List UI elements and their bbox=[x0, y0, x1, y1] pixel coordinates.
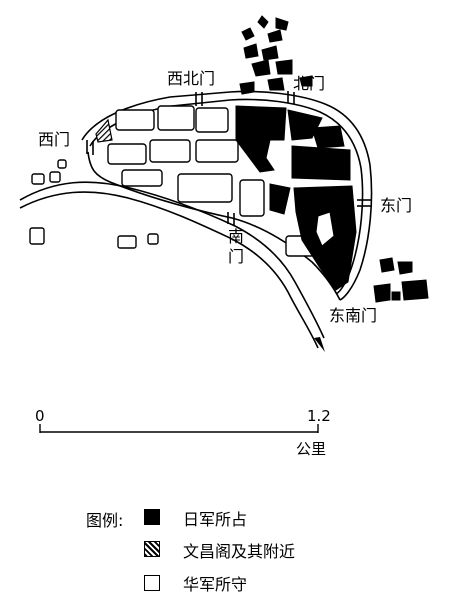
japanese-held-areas bbox=[235, 15, 429, 303]
river bbox=[19, 181, 325, 349]
gate-label-northwest: 西北门 bbox=[167, 69, 216, 88]
legend-swatch-japanese-held bbox=[144, 509, 160, 525]
legend-label-japanese-held: 日军所占 bbox=[183, 510, 248, 529]
scale-end-label: 1.2 bbox=[307, 407, 331, 425]
river-flow-arrow bbox=[314, 337, 325, 352]
legend-title: 图例: bbox=[86, 511, 124, 530]
gate-marks bbox=[86, 91, 371, 225]
chinese-held-blocks bbox=[29, 105, 315, 257]
gate-label-north: 北门 bbox=[293, 74, 326, 93]
legend-label-wenchang: 文昌阁及其附近 bbox=[183, 542, 296, 561]
scale-bar bbox=[39, 424, 319, 433]
scale-start-label: 0 bbox=[35, 407, 45, 425]
gate-label-south-1: 南 bbox=[228, 227, 245, 246]
gate-label-southeast: 东南门 bbox=[329, 306, 378, 325]
gate-label-east: 东门 bbox=[380, 196, 413, 215]
legend-swatch-wenchang bbox=[144, 541, 160, 557]
gate-label-south-2: 门 bbox=[228, 247, 245, 266]
gate-label-west: 西门 bbox=[38, 130, 71, 149]
legend-swatch-chinese-held bbox=[144, 575, 160, 591]
legend-label-chinese-held: 华军所守 bbox=[183, 575, 248, 594]
wenchang-pavilion-area bbox=[95, 118, 113, 143]
white-enclave bbox=[315, 211, 335, 247]
scale-unit-label: 公里 bbox=[296, 440, 327, 458]
